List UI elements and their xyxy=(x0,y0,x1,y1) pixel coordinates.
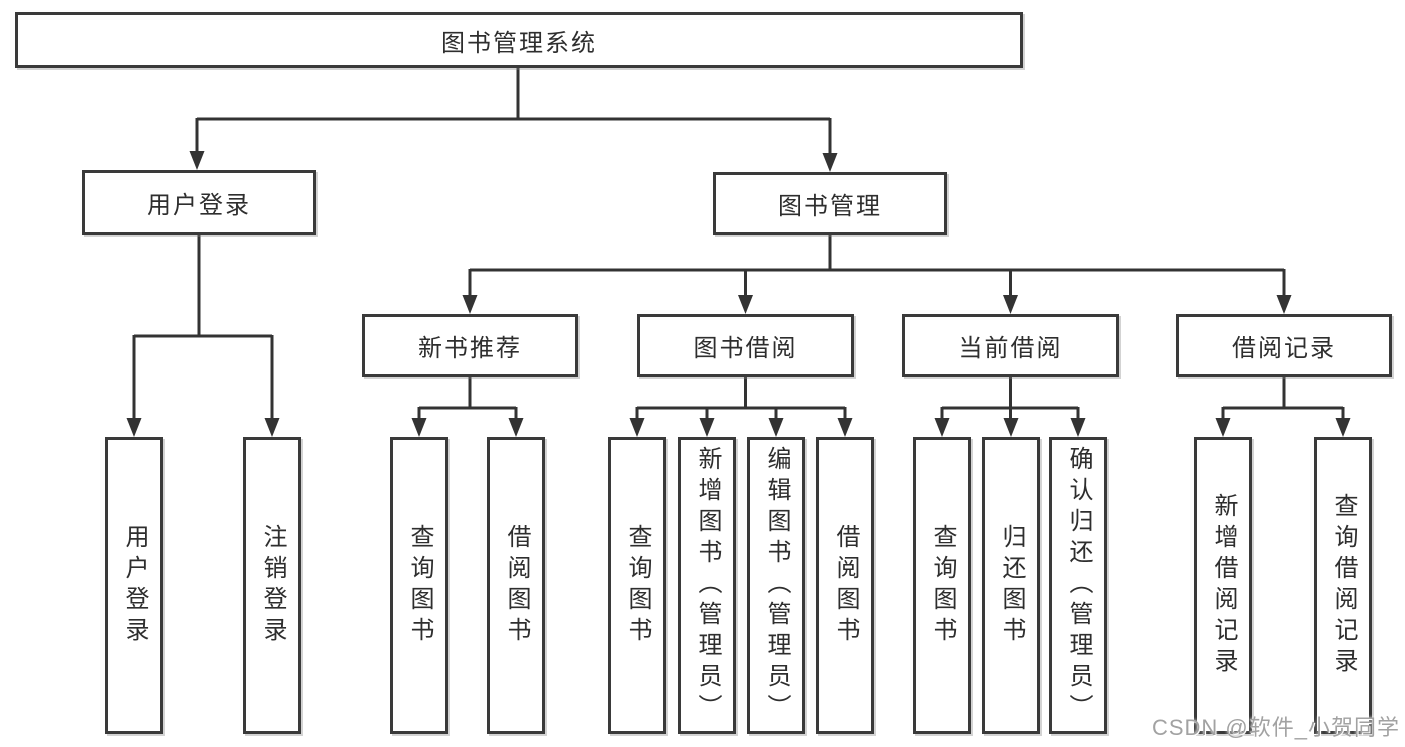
arrowhead-icon xyxy=(1003,418,1019,437)
node-label: 用户登录 xyxy=(121,523,148,648)
arrowhead-icon xyxy=(508,418,524,437)
arrowhead-icon xyxy=(462,295,478,314)
arrowhead-icon xyxy=(189,151,205,170)
arrowhead-icon xyxy=(1070,418,1086,437)
leaf-borrow-book-2: 借阅图书 xyxy=(816,437,874,734)
node-label: 用户登录 xyxy=(147,192,251,219)
node-book-borrow: 图书借阅 xyxy=(637,314,854,377)
leaf-query-borrow-record: 查询借阅记录 xyxy=(1314,437,1372,734)
connector-borrow-leaves xyxy=(635,377,847,422)
connector-user-leaves xyxy=(132,235,274,422)
arrowhead-icon xyxy=(1335,418,1351,437)
node-label: 新增图书（管理员） xyxy=(694,446,721,725)
leaf-user-login: 用户登录 xyxy=(105,437,163,734)
arrowhead-icon xyxy=(411,418,427,437)
leaf-query-book-3: 查询图书 xyxy=(913,437,971,734)
node-new-book-recommend: 新书推荐 xyxy=(362,314,578,377)
node-label: 借阅记录 xyxy=(1232,335,1336,362)
arrowhead-icon xyxy=(738,295,753,314)
connector-newbook-leaves xyxy=(417,377,518,422)
leaf-query-book-1: 查询图书 xyxy=(390,437,448,734)
leaf-add-borrow-record: 新增借阅记录 xyxy=(1194,437,1252,734)
arrowhead-icon xyxy=(629,418,645,437)
arrowhead-icon xyxy=(1215,418,1231,437)
node-label: 借阅图书 xyxy=(503,523,530,648)
node-label: 借阅图书 xyxy=(832,523,859,648)
node-current-borrow: 当前借阅 xyxy=(902,314,1119,377)
leaf-borrow-book-1: 借阅图书 xyxy=(487,437,545,734)
node-label: 新书推荐 xyxy=(418,335,522,362)
node-borrow-records: 借阅记录 xyxy=(1176,314,1392,377)
node-label: 查询图书 xyxy=(406,523,433,648)
leaf-add-book-admin: 新增图书（管理员） xyxy=(678,437,736,734)
arrowhead-icon xyxy=(837,418,853,437)
arrowhead-icon xyxy=(699,418,715,437)
node-label: 查询借阅记录 xyxy=(1330,492,1357,679)
arrowhead-icon xyxy=(768,418,784,437)
node-label: 图书管理系统 xyxy=(441,29,597,57)
node-label: 编辑图书（管理员） xyxy=(763,446,790,725)
connector-mgmt-level2 xyxy=(468,235,1286,299)
leaf-logout: 注销登录 xyxy=(243,437,301,734)
connector-current-leaves xyxy=(940,377,1080,422)
leaf-confirm-return-admin: 确认归还（管理员） xyxy=(1049,437,1107,734)
node-label: 新增借阅记录 xyxy=(1210,492,1237,679)
node-label: 图书借阅 xyxy=(693,335,798,362)
node-label: 确认归还（管理员） xyxy=(1065,446,1092,725)
node-label: 图书管理 xyxy=(778,193,882,220)
leaf-query-book-2: 查询图书 xyxy=(608,437,666,734)
arrowhead-icon xyxy=(264,418,280,437)
node-label: 归还图书 xyxy=(998,523,1025,648)
node-label: 查询图书 xyxy=(929,523,956,648)
arrowhead-icon xyxy=(934,418,950,437)
node-label: 注销登录 xyxy=(259,523,286,648)
csdn-watermark: CSDN @软件_小贺同学 xyxy=(1151,715,1400,740)
node-user-login: 用户登录 xyxy=(82,170,316,235)
arrowhead-icon xyxy=(1276,295,1292,314)
leaf-return-book: 归还图书 xyxy=(982,437,1040,734)
arrowhead-icon xyxy=(822,153,838,172)
connector-records-leaves xyxy=(1221,377,1345,422)
connector-root-level1 xyxy=(195,67,832,157)
node-label: 查询图书 xyxy=(624,523,651,648)
node-book-management: 图书管理 xyxy=(713,172,947,235)
node-label: 当前借阅 xyxy=(958,335,1063,362)
node-root: 图书管理系统 xyxy=(15,12,1023,68)
arrowhead-icon xyxy=(126,418,142,437)
leaf-edit-book-admin: 编辑图书（管理员） xyxy=(747,437,805,734)
arrowhead-icon xyxy=(1003,295,1018,314)
